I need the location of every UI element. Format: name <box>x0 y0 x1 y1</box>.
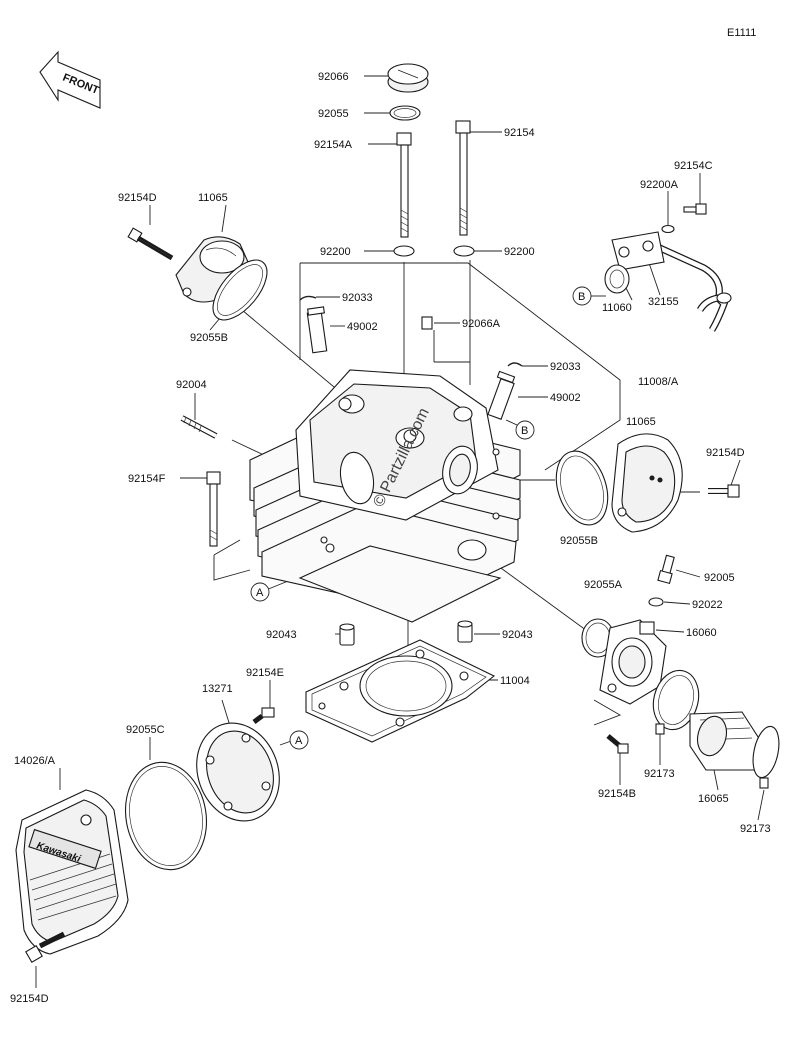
washer-92200-left <box>393 245 415 257</box>
label-14026A[interactable]: 14026/A <box>14 755 56 767</box>
intake-duct-16065 <box>689 711 761 771</box>
label-13271[interactable]: 13271 <box>202 683 233 695</box>
clip-92033-top <box>299 295 317 301</box>
label-92200-left[interactable]: 92200 <box>320 246 351 258</box>
o-ring-92055C <box>124 761 208 871</box>
plate-13271 <box>196 722 280 822</box>
label-11065-right[interactable]: 11065 <box>626 416 656 428</box>
clamp-92173-mid <box>652 669 700 735</box>
label-92154D-bottom[interactable]: 92154D <box>10 993 49 1005</box>
front-arrow-icon: FRONT <box>39 50 101 109</box>
label-16060[interactable]: 16060 <box>686 627 717 639</box>
label-92154F[interactable]: 92154F <box>128 473 166 485</box>
label-92154C[interactable]: 92154C <box>674 160 713 172</box>
label-92200-right[interactable]: 92200 <box>504 246 535 258</box>
gasket-92055B-left <box>212 259 268 321</box>
clip-92033-mid <box>507 362 523 367</box>
label-92055C[interactable]: 92055C <box>126 724 165 736</box>
label-92005[interactable]: 92005 <box>704 572 735 584</box>
label-92173-right[interactable]: 92173 <box>740 823 771 835</box>
stud-92154F <box>206 471 221 547</box>
stud-bolt-92154A <box>396 132 412 238</box>
washer-92022 <box>648 597 664 607</box>
svg-text:B: B <box>578 291 585 303</box>
label-49002-mid[interactable]: 49002 <box>550 392 581 404</box>
stud-92004 <box>180 415 218 439</box>
label-92066A[interactable]: 92066A <box>462 318 501 330</box>
bolt-92154C <box>683 203 707 215</box>
diagram-code: E1111 <box>727 27 756 39</box>
label-92154[interactable]: 92154 <box>504 127 535 139</box>
ref-mark-b-top: B <box>572 286 592 306</box>
valve-guide-49002-mid <box>487 370 516 420</box>
label-92055B-left[interactable]: 92055B <box>190 332 228 344</box>
label-92055[interactable]: 92055 <box>318 108 349 120</box>
bolt-92154D-bottom <box>25 931 66 963</box>
cover-11065-right <box>611 433 683 533</box>
label-16065[interactable]: 16065 <box>698 793 729 805</box>
label-11065-left[interactable]: 11065 <box>198 192 228 204</box>
label-92066[interactable]: 92066 <box>318 71 349 83</box>
label-92033-mid[interactable]: 92033 <box>550 361 581 373</box>
cover-14026A: Kawasaki <box>15 789 129 955</box>
ref-mark-a-mid: A <box>250 582 270 602</box>
valve-guide-49002-top <box>306 306 328 354</box>
gasket-92055B-right <box>555 450 609 526</box>
washer-92200-right <box>453 245 475 257</box>
label-92154E[interactable]: 92154E <box>246 667 284 679</box>
label-92004[interactable]: 92004 <box>176 379 207 391</box>
label-92154D-top[interactable]: 92154D <box>118 192 157 204</box>
label-92173-mid[interactable]: 92173 <box>644 768 675 780</box>
clamp-92173-right <box>752 725 780 789</box>
label-92055A[interactable]: 92055A <box>584 579 623 591</box>
o-ring-92055 <box>389 105 421 121</box>
label-92043-right[interactable]: 92043 <box>502 629 533 641</box>
svg-text:A: A <box>295 735 303 747</box>
label-92043-left[interactable]: 92043 <box>266 629 297 641</box>
svg-text:A: A <box>256 587 264 599</box>
bolt-92154D-top <box>127 227 174 261</box>
label-92154A[interactable]: 92154A <box>314 139 353 151</box>
label-32155[interactable]: 32155 <box>648 296 679 308</box>
cover-11065-left <box>175 236 249 303</box>
bolt-92154D-right <box>708 484 740 498</box>
washer-92200A <box>661 224 675 234</box>
dowel-92043-left <box>339 623 355 646</box>
cylinder-head-11008 <box>249 369 521 623</box>
label-92154D-right[interactable]: 92154D <box>706 447 745 459</box>
ref-mark-a-lower: A <box>289 730 309 750</box>
label-92154B[interactable]: 92154B <box>598 788 636 800</box>
label-11008A[interactable]: 11008/A <box>638 376 679 388</box>
intake-pipe-16060 <box>599 619 667 705</box>
label-49002-top[interactable]: 49002 <box>347 321 378 333</box>
plug-cap-92066 <box>387 63 429 93</box>
head-gasket-11004 <box>305 639 496 743</box>
stud-bolt-92154 <box>455 120 471 236</box>
oil-pipe-32155 <box>611 231 732 332</box>
bolt-92154B <box>606 734 629 754</box>
label-92022[interactable]: 92022 <box>692 599 723 611</box>
label-92033-top[interactable]: 92033 <box>342 292 373 304</box>
label-92200A[interactable]: 92200A <box>640 179 679 191</box>
fitting-92005 <box>657 554 675 585</box>
svg-text:B: B <box>521 425 528 437</box>
dowel-92043-right <box>457 620 473 643</box>
label-11004[interactable]: 11004 <box>500 675 530 687</box>
seal-11060 <box>604 264 630 294</box>
leader-lines <box>35 75 765 988</box>
label-92055B-right[interactable]: 92055B <box>560 535 598 547</box>
part-number-labels: 92066 92055 92154A 92154 92154C 92200A 9… <box>10 71 771 1005</box>
ref-mark-b-mid: B <box>515 420 535 440</box>
plug-92066A <box>421 316 433 330</box>
bolt-92154E <box>252 707 275 724</box>
label-11060[interactable]: 11060 <box>602 302 632 314</box>
part-shapes: © Partzilla.com <box>15 63 780 963</box>
